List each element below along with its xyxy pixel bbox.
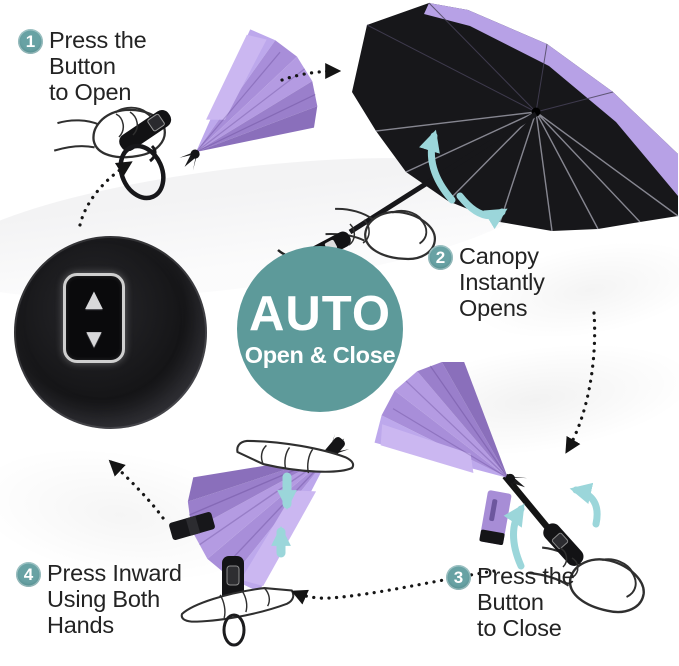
auto-open-close-button: ▲ ▼ — [63, 273, 125, 363]
step-1: 1 Press the Button to Open — [18, 27, 147, 105]
arrow-step1-to-open — [280, 63, 342, 82]
folded-umbrella-step3 — [359, 339, 654, 625]
step-3-badge: 3 — [446, 565, 471, 590]
canopy-seams — [366, 2, 614, 113]
finger-grip-lines — [559, 547, 579, 578]
wrist-strap-loop — [222, 613, 246, 647]
auto-badge-subtitle: Open & Close — [244, 341, 396, 368]
step-2-label: Canopy Instantly Opens — [459, 243, 545, 321]
arrow-open-to-step3 — [565, 311, 597, 454]
umbrella-handle — [543, 523, 584, 566]
auto-badge-title: AUTO — [249, 286, 391, 341]
step-2-badge: 2 — [428, 245, 453, 270]
button-closeup: ▲ ▼ — [14, 236, 207, 429]
step-1-label: Press the Button to Open — [49, 27, 147, 105]
arrow-step3-to-step4 — [291, 569, 496, 605]
arrow-step4-to-closeup — [108, 459, 165, 520]
auto-open-close-badge: AUTO Open & Close — [237, 246, 403, 412]
up-arrow-icon: ▲ — [79, 283, 109, 317]
velcro-band — [169, 511, 215, 541]
step-4-label: Press Inward Using Both Hands — [47, 560, 182, 638]
step-3: 3 Press the Button to Close — [446, 563, 575, 641]
collapsing-umbrella-step4 — [162, 390, 388, 647]
step-2: 2 Canopy Instantly Opens — [428, 243, 545, 321]
velcro-strap — [479, 490, 512, 545]
closing-motion-arrows — [503, 482, 601, 570]
step-1-badge: 1 — [18, 29, 43, 54]
step-4: 4 Press Inward Using Both Hands — [16, 560, 182, 638]
press-inward-arrows — [271, 472, 297, 558]
step-3-label: Press the Button to Close — [477, 563, 575, 641]
step-4-badge: 4 — [16, 562, 41, 587]
open-umbrella-illustration — [277, 2, 679, 269]
down-arrow-icon: ▼ — [81, 322, 107, 353]
